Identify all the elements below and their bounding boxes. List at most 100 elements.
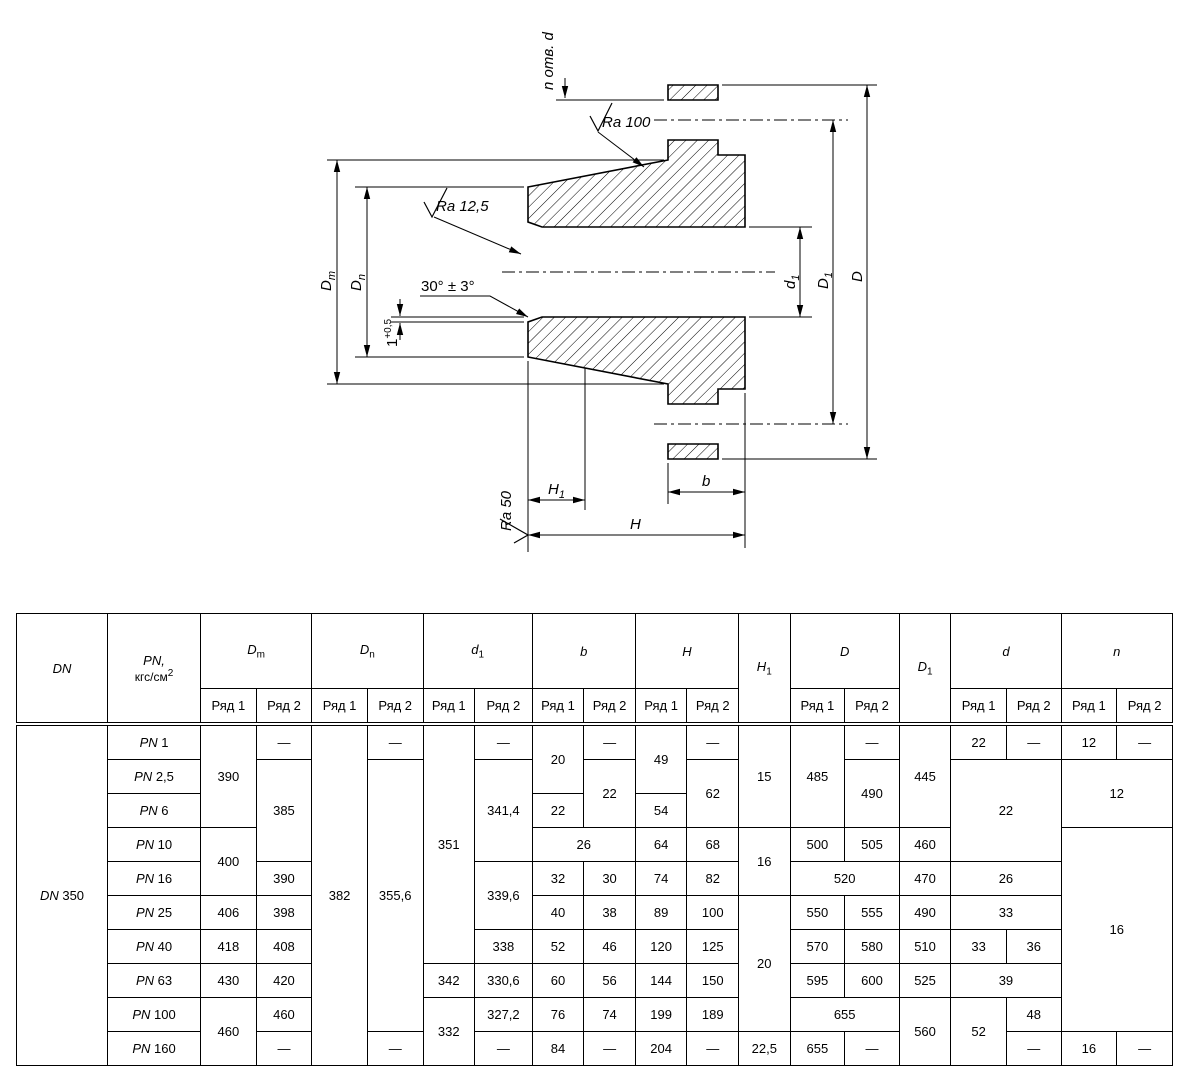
table-cell: 52	[531, 929, 585, 964]
table-cell: 22	[531, 793, 585, 828]
table-cell: 16	[1060, 1031, 1118, 1066]
leader-lines	[420, 78, 645, 318]
col-header: b	[531, 613, 636, 689]
table-cell: 408	[255, 929, 313, 964]
table-cell: 445	[898, 722, 952, 828]
subcol-header: Ряд 1	[200, 688, 257, 725]
table-cell: 655	[789, 1031, 846, 1066]
table-cell: 525	[898, 963, 952, 998]
table-cell: —	[366, 722, 424, 760]
leader-ra100	[597, 131, 645, 168]
table-cell: 520	[789, 861, 900, 896]
flange-drawing: n отв. d Ra 100 Ra 12,5 Ra 50 30° ± 3° 1…	[318, 31, 877, 552]
table-cell: 570	[789, 929, 846, 964]
table-cell: —	[1005, 1031, 1062, 1066]
label-H: H	[630, 516, 641, 533]
table-cell: 32	[531, 861, 585, 896]
table-cell: —	[844, 722, 900, 760]
table-cell: —	[1116, 722, 1173, 760]
pn-cell: PN 1	[106, 722, 202, 760]
label-b: b	[702, 473, 710, 490]
table-cell: 500	[789, 827, 846, 862]
centerlines	[502, 119, 848, 425]
table-cell: 74	[583, 997, 636, 1032]
table-cell: 26	[950, 861, 1062, 896]
table-cell: 150	[686, 963, 739, 998]
label-d1: d1	[782, 275, 802, 289]
table-cell: 406	[200, 895, 257, 930]
table-cell: 22	[950, 759, 1062, 862]
table-cell: 339,6	[474, 861, 533, 930]
table-cell: 460	[255, 997, 313, 1032]
table-cell: —	[686, 1031, 739, 1066]
table-cell: 38	[583, 895, 636, 930]
table-cell: 12	[1060, 722, 1118, 760]
table-cell: 595	[789, 963, 846, 998]
table-cell: 30	[583, 861, 636, 896]
table-cell: 68	[686, 827, 739, 862]
table-cell: 550	[789, 895, 846, 930]
label-D1: D1	[815, 272, 835, 289]
label-ra100: Ra 100	[602, 114, 651, 131]
upper-disc-cap	[667, 84, 719, 101]
table-cell: —	[255, 722, 313, 760]
table-cell: 470	[898, 861, 952, 896]
table-cell: 341,4	[474, 759, 533, 862]
pn-cell: PN 10	[106, 827, 202, 862]
pn-cell: PN 25	[106, 895, 202, 930]
table-cell: —	[474, 1031, 533, 1066]
col-header: DN	[16, 613, 108, 725]
table-cell: 351	[422, 722, 476, 964]
table-cell: 580	[844, 929, 900, 964]
table-cell: 382	[311, 722, 368, 1066]
table-cell: 82	[686, 861, 739, 896]
table-cell: 418	[200, 929, 257, 964]
roughness-symbols	[423, 102, 613, 544]
dn-cell: DN 350	[16, 722, 108, 1066]
table-cell: 490	[898, 895, 952, 930]
subcol-header: Ряд 2	[583, 688, 636, 725]
table-cell: 332	[422, 997, 476, 1066]
subcol-header: Ряд 2	[366, 688, 424, 725]
col-header: d	[950, 613, 1062, 689]
subcol-header: Ряд 1	[634, 688, 688, 725]
roughness-icon	[499, 518, 530, 544]
table-cell: 12	[1060, 759, 1174, 828]
table-cell: —	[1005, 722, 1062, 760]
label-angle: 30° ± 3°	[421, 278, 475, 295]
subcol-header: Ряд 2	[1116, 688, 1173, 725]
table-cell: —	[1116, 1031, 1173, 1066]
table-cell: 120	[634, 929, 688, 964]
col-header: D	[789, 613, 900, 689]
roughness-icon	[423, 187, 448, 219]
table-cell: 84	[531, 1031, 585, 1066]
table-cell: —	[844, 1031, 900, 1066]
table-cell: 33	[950, 929, 1007, 964]
table-cell: 460	[200, 997, 257, 1066]
table-cell: 56	[583, 963, 636, 998]
table-cell: 62	[686, 759, 739, 828]
subcol-header: Ряд 2	[474, 688, 533, 725]
table-cell: 40	[531, 895, 585, 930]
pn-cell: PN 2,5	[106, 759, 202, 794]
table-cell: 52	[950, 997, 1007, 1066]
subcol-header: Ряд 2	[844, 688, 900, 725]
pn-cell: PN 16	[106, 861, 202, 896]
table-cell: 16	[738, 827, 791, 896]
table-cell: 390	[200, 722, 257, 828]
subcol-header: Ряд 2	[686, 688, 739, 725]
table-cell: 16	[1060, 827, 1174, 1032]
table-cell: 39	[950, 963, 1062, 998]
table-cell: —	[686, 722, 739, 760]
table-cell: 327,2	[474, 997, 533, 1032]
table-cell: —	[366, 1031, 424, 1066]
col-header: H1	[738, 613, 791, 725]
extension-lines	[327, 84, 877, 552]
pn-cell: PN 40	[106, 929, 202, 964]
